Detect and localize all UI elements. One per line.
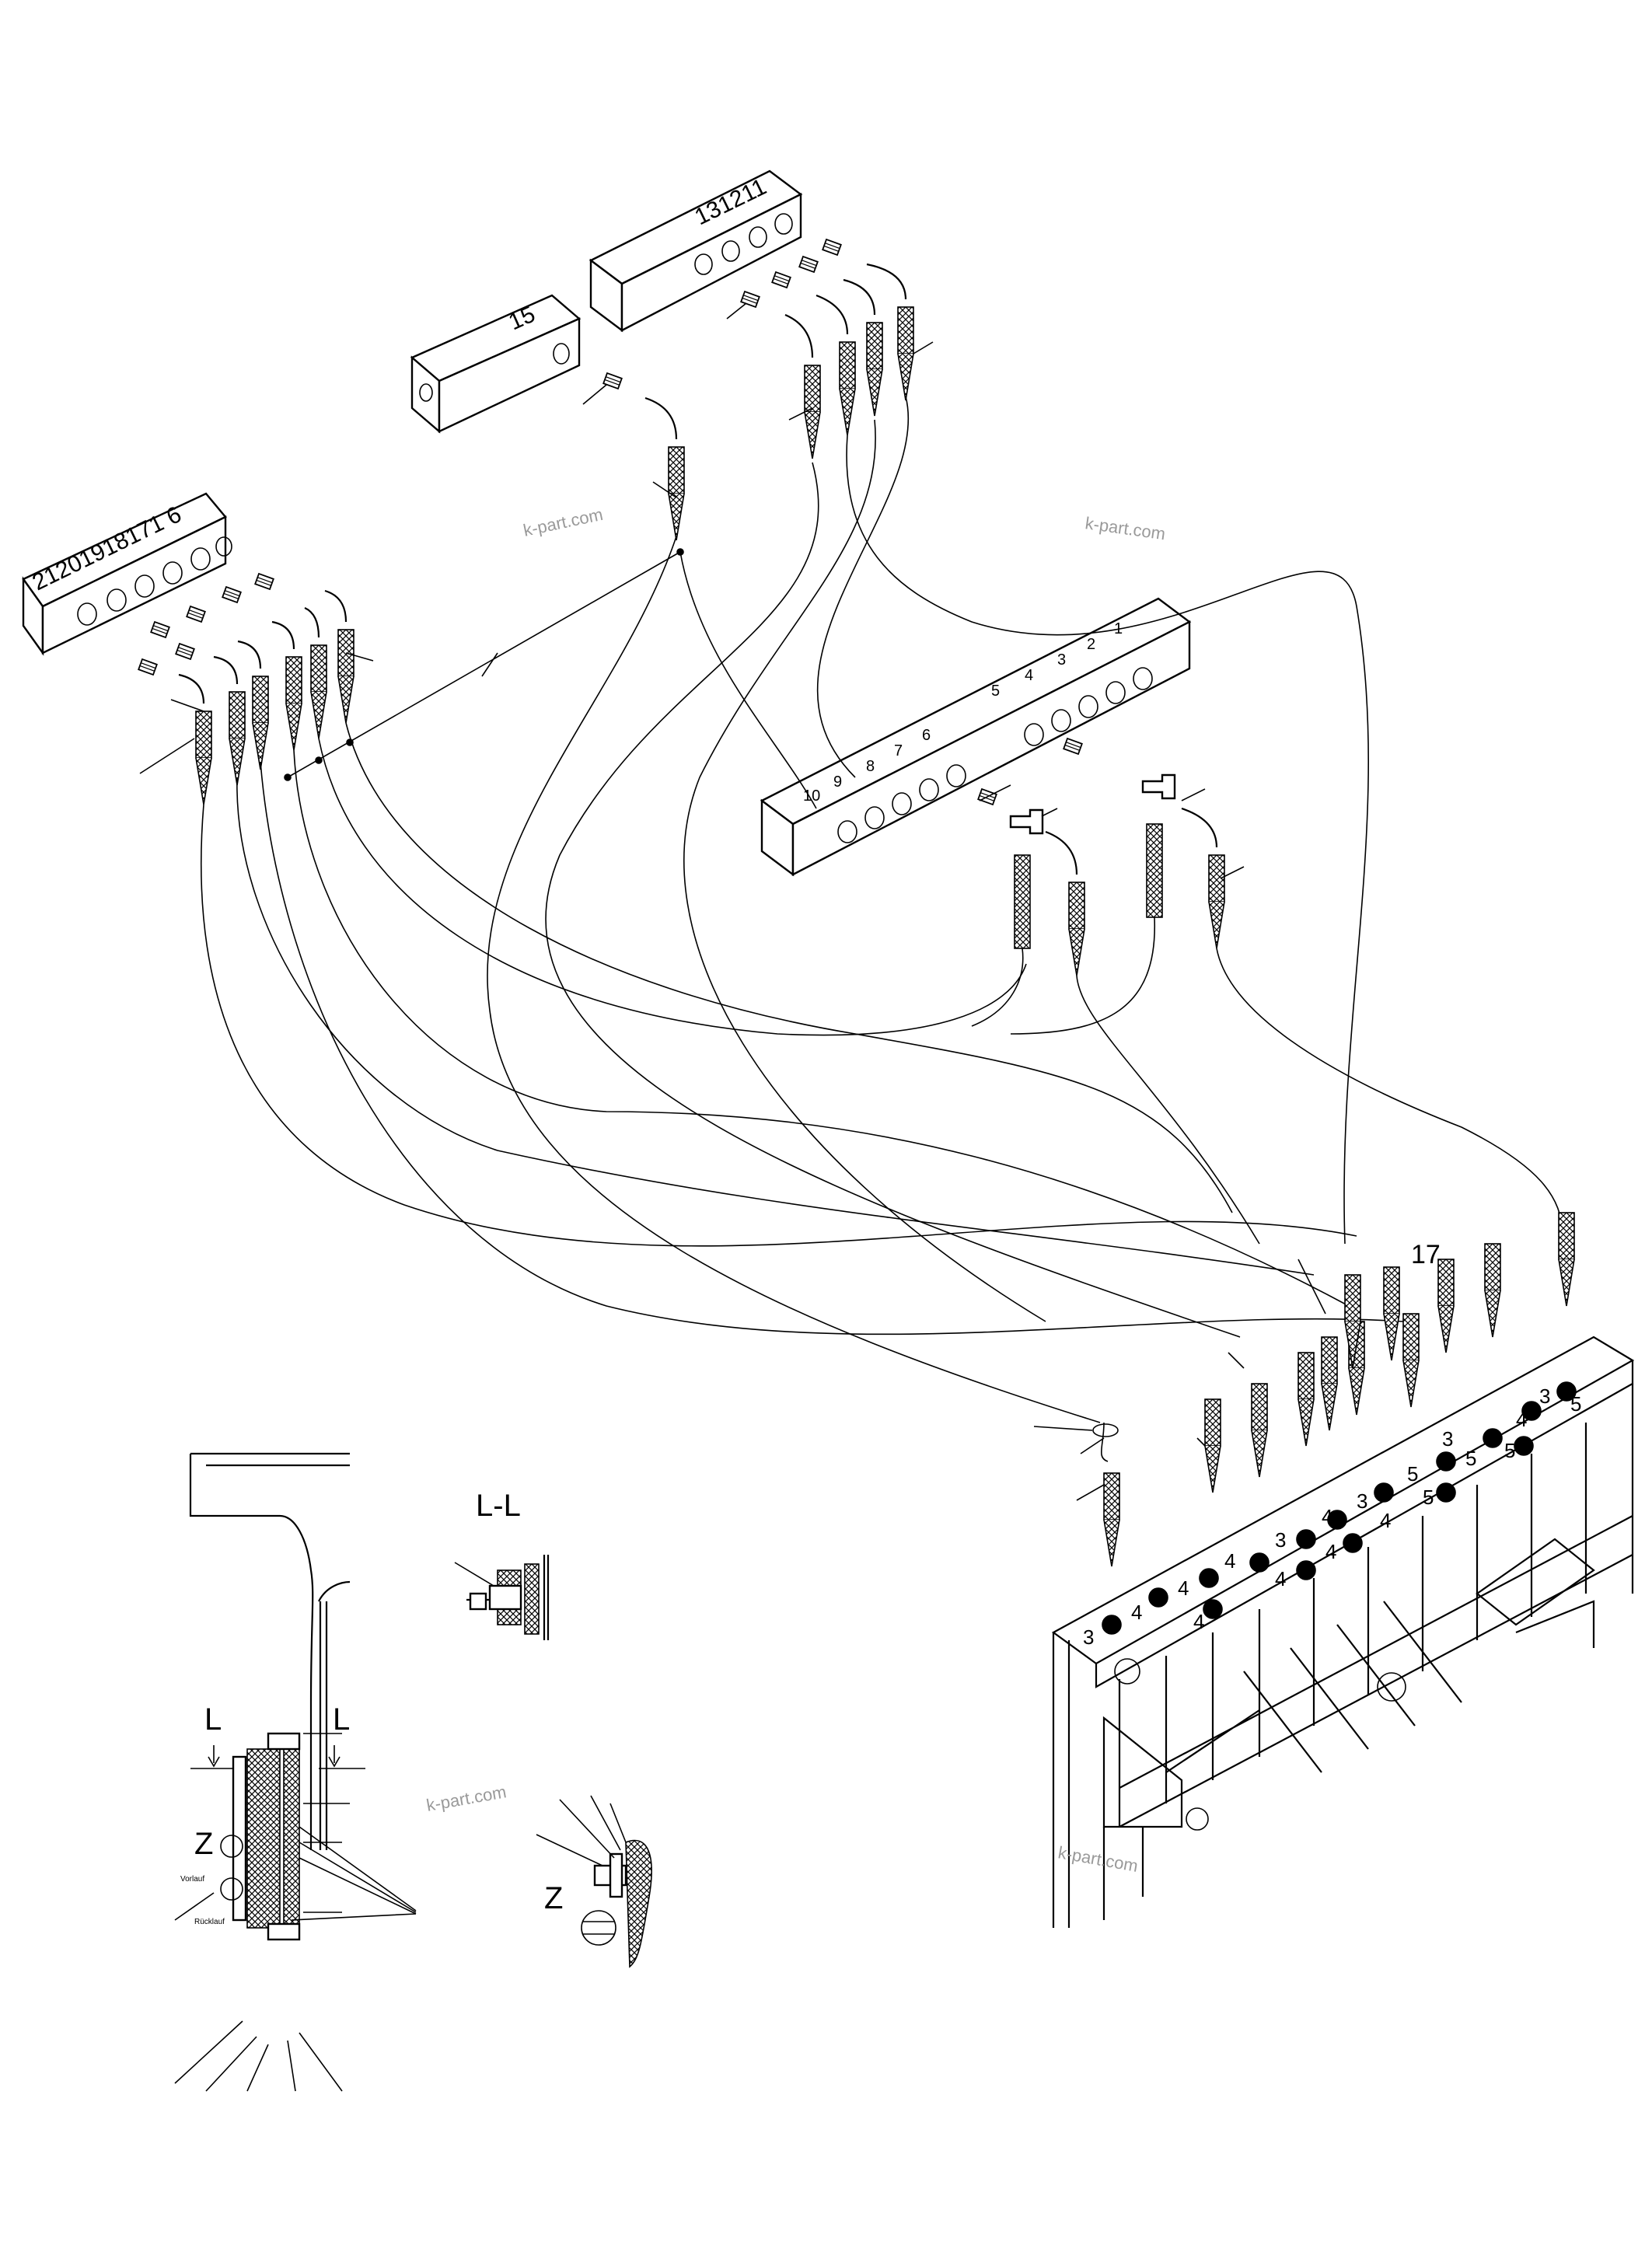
svg-text:5: 5	[1407, 1462, 1418, 1486]
svg-text:5: 5	[1504, 1439, 1515, 1462]
cut-label-right: L	[333, 1702, 350, 1737]
detail-z: Z	[536, 1795, 652, 1968]
right-top-block: 131211	[589, 169, 934, 459]
svg-text:2: 2	[1087, 636, 1095, 653]
svg-text:3: 3	[1275, 1528, 1286, 1552]
valve-bank-frame: 3 4 4 4 4 4 3 4 4 3 4 5 5 3 5 5 3 4 5	[1051, 1335, 1635, 1928]
svg-text:3: 3	[1057, 651, 1066, 669]
svg-text:4: 4	[1193, 1610, 1204, 1633]
block-15: 15	[410, 294, 685, 541]
section-label: L-L	[476, 1489, 521, 1523]
svg-text:k-part.com: k-part.com	[522, 505, 605, 540]
svg-text:9: 9	[833, 773, 842, 791]
detail-z-label: Z	[194, 1827, 213, 1861]
valve-numbers: 3 4 4 4 4 4 3 4 4 3 4 5 5 3 5 5 3 4 5	[1083, 1384, 1581, 1649]
section-l-l: L-L	[454, 1489, 550, 1640]
hose-routing	[201, 396, 1563, 1501]
svg-text:5: 5	[991, 683, 1000, 700]
svg-text:k-part.com: k-part.com	[1084, 513, 1166, 543]
svg-text:4: 4	[1224, 1549, 1235, 1573]
svg-text:5: 5	[1465, 1447, 1476, 1470]
small-label-2: Rücklauf	[194, 1918, 225, 1926]
cut-label-left: L	[204, 1702, 222, 1737]
valve-nuts	[1102, 1381, 1577, 1635]
svg-text:3: 3	[1083, 1625, 1094, 1649]
svg-text:10: 10	[803, 787, 820, 805]
svg-text:4: 4	[1516, 1408, 1527, 1431]
svg-text:5: 5	[1423, 1486, 1434, 1509]
callout-17: 17	[1411, 1240, 1441, 1269]
svg-text:4: 4	[1275, 1567, 1286, 1590]
svg-text:8: 8	[866, 758, 875, 775]
svg-text:6: 6	[922, 727, 931, 744]
small-label-1: Vorlauf	[180, 1875, 204, 1884]
left-distribution-block: 21201918171 6	[22, 492, 374, 805]
svg-text:3: 3	[1442, 1427, 1453, 1451]
svg-text:4: 4	[1178, 1576, 1189, 1600]
center-block-bottom-numbers: 10 9 8 7 6	[803, 727, 931, 805]
svg-text:4: 4	[1025, 667, 1033, 684]
svg-text:4: 4	[1131, 1601, 1142, 1624]
svg-text:k-part.com: k-part.com	[425, 1782, 508, 1815]
svg-text:4: 4	[1322, 1505, 1332, 1528]
svg-text:4: 4	[1325, 1540, 1336, 1563]
detail-z-title: Z	[544, 1881, 563, 1915]
svg-text:3: 3	[1357, 1489, 1367, 1513]
valve-bank-hose-ends: 17	[1103, 1212, 1575, 1567]
svg-text:4: 4	[1380, 1509, 1391, 1532]
svg-text:7: 7	[894, 742, 903, 759]
left-block-hose-ends	[178, 589, 354, 805]
center-distribution-block: 5 4 3 2 1 10 9 8 7 6	[760, 597, 1245, 976]
side-view-detail: Z Vorlauf Rücklauf L L	[174, 1452, 417, 2092]
svg-text:5: 5	[1570, 1392, 1581, 1416]
svg-text:3: 3	[1539, 1384, 1550, 1408]
